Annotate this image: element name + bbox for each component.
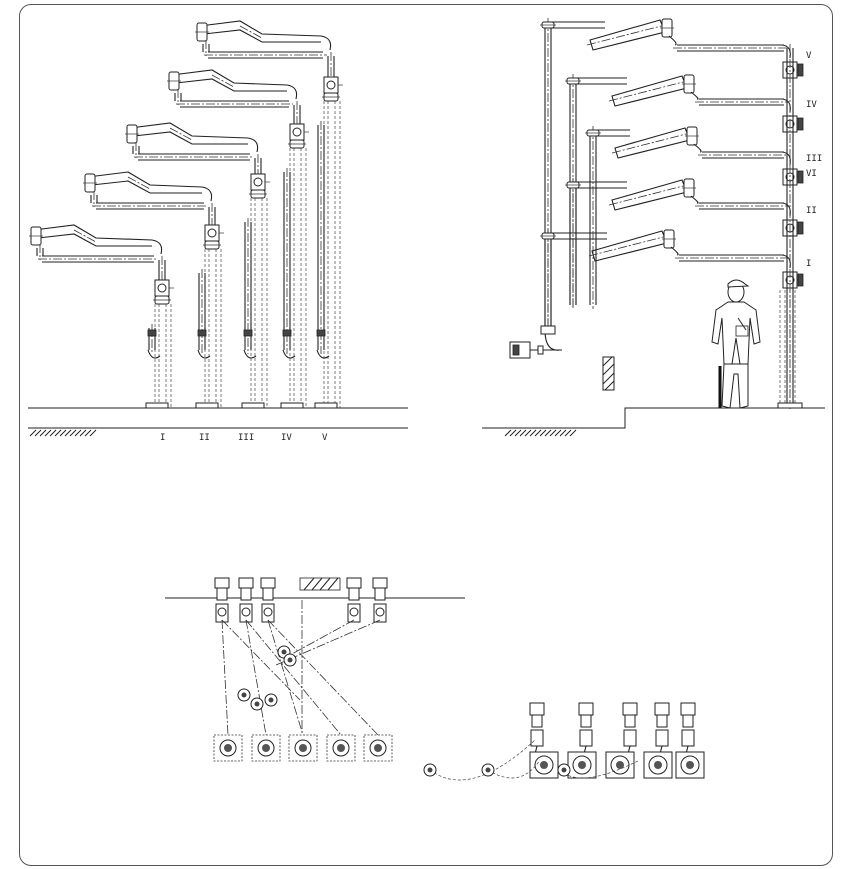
swing-path (221, 619, 301, 701)
plan-target-3 (288, 734, 318, 762)
right-label-3: III (806, 154, 822, 164)
plan-right-arm-1 (529, 702, 559, 779)
plan-right-coupler-2 (481, 763, 495, 777)
plan-right-arm-5 (675, 702, 705, 779)
right-loading-arm-5 (540, 229, 804, 334)
right-label-6: I (806, 259, 811, 269)
right-arm-labels: V IV III VI II I (806, 51, 822, 269)
plan-coupler-1 (237, 688, 251, 702)
plan-arm-base-2 (238, 577, 254, 623)
ground-hatch-icon (29, 429, 97, 437)
loading-arm-1 (29, 224, 174, 409)
plan-arm-base-1 (214, 577, 230, 623)
right-riser-column (540, 44, 803, 409)
coupler-icon (509, 341, 562, 359)
left-label-5: V (322, 433, 328, 443)
plan-view-left (165, 577, 465, 762)
left-elevation-view: I II III IV V (28, 20, 408, 443)
right-label-5: II (806, 206, 817, 216)
plan-right-coupler-3 (557, 763, 571, 777)
swing-path (429, 739, 536, 781)
right-label-2: IV (806, 100, 817, 110)
plan-arm-base-4 (346, 577, 362, 623)
plan-right-arm-4 (643, 702, 673, 779)
swing-path (487, 759, 541, 779)
swing-path (267, 619, 379, 736)
loading-arm-3 (125, 122, 270, 409)
hatched-post (602, 356, 615, 391)
operator-figure-icon (711, 279, 761, 409)
loading-arm-2 (83, 171, 224, 409)
right-elevation-view: V IV III VI II I (482, 18, 825, 437)
right-label-4: VI (806, 169, 817, 179)
plan-right-arm-3 (605, 702, 638, 779)
plan-coupler-5 (283, 653, 297, 667)
plan-arm-base-3 (260, 577, 276, 623)
left-label-1: I (160, 433, 165, 443)
swing-path (245, 619, 342, 736)
plan-right-arm-2 (567, 702, 597, 779)
right-loading-arm-1 (540, 18, 804, 334)
swing-path (221, 619, 229, 736)
plan-target-5 (363, 734, 393, 762)
drawing-frame (19, 4, 833, 866)
plan-target-4 (326, 734, 356, 762)
ground-hatch-icon (504, 429, 577, 437)
plan-view-right (423, 702, 705, 781)
plan-target-2 (251, 734, 281, 762)
plan-target-1 (213, 734, 243, 762)
right-loading-arm-4 (565, 178, 804, 309)
plan-coupler-2 (250, 697, 264, 711)
loading-arm-4 (167, 69, 309, 409)
right-loading-arm-3 (585, 126, 804, 309)
loading-arm-5 (195, 20, 343, 409)
ground-step-line (482, 407, 825, 429)
plan-right-coupler-1 (423, 763, 437, 777)
right-label-1: V (806, 51, 812, 61)
left-label-4: IV (281, 433, 292, 443)
plan-arm-base-5 (372, 577, 388, 623)
left-arm-labels: I II III IV V (160, 433, 328, 443)
swing-path (245, 619, 267, 736)
left-label-3: III (238, 433, 254, 443)
left-label-2: II (199, 433, 210, 443)
plan-coupler-3 (264, 693, 278, 707)
swing-path (267, 619, 304, 736)
swing-path (289, 619, 355, 656)
